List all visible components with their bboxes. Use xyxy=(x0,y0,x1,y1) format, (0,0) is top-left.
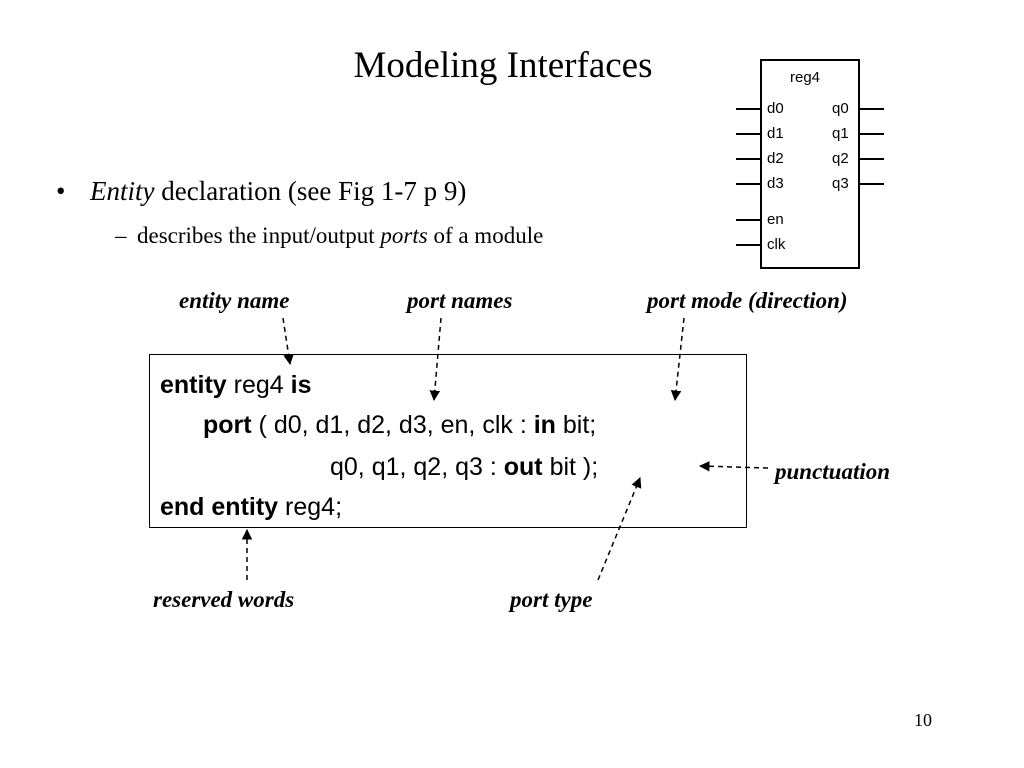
code-box xyxy=(149,354,747,528)
bullet-entity: • Entity declaration (see Fig 1-7 p 9) xyxy=(56,176,466,207)
input-port-d2: d2 xyxy=(767,150,784,167)
output-port-list: q0, q1, q2, q3 : xyxy=(330,453,504,481)
keyword-entity-end: entity xyxy=(211,493,279,521)
pin-line-q3 xyxy=(860,183,884,185)
pin-line-d0 xyxy=(736,108,760,110)
input-port-d3: d3 xyxy=(767,175,784,192)
annotation-port-mode: port mode (direction) xyxy=(647,288,848,313)
reg4-block xyxy=(760,59,860,269)
input-port-list: ( d0, d1, d2, d3, en, clk : xyxy=(251,411,534,439)
keyword-port: port xyxy=(203,411,252,439)
slide-title: Modeling Interfaces xyxy=(353,45,653,86)
pin-line-en xyxy=(736,219,760,221)
pin-line-d1 xyxy=(736,133,760,135)
input-port-d1: d1 xyxy=(767,125,784,142)
mode-in: in xyxy=(533,411,556,439)
pin-line-d3 xyxy=(736,183,760,185)
input-port-clk: clk xyxy=(767,236,786,253)
keyword-entity: entity xyxy=(160,371,227,399)
keyword-is: is xyxy=(290,371,312,399)
entity-name-reg4-end: reg4; xyxy=(278,493,343,521)
annotation-entity-name: entity name xyxy=(179,288,290,313)
sub-bullet-ports: –describes the input/output ports of a m… xyxy=(115,223,543,249)
keyword-end: end xyxy=(160,493,205,521)
pin-line-clk xyxy=(736,244,760,246)
slide-number: 10 xyxy=(914,710,932,730)
input-port-en: en xyxy=(767,211,784,228)
sub-bullet-marker: – xyxy=(115,223,127,248)
arrow-punctuation xyxy=(698,461,769,472)
arrow-port-names xyxy=(429,317,442,402)
sub-bullet-term: ports xyxy=(380,223,428,248)
reg4-label: reg4 xyxy=(790,69,821,86)
mode-out: out xyxy=(503,453,543,481)
pin-line-q2 xyxy=(860,158,884,160)
code-line-1: entity reg4 is xyxy=(160,373,311,398)
annotation-reserved-words: reserved words xyxy=(153,587,295,612)
code-line-2: port ( d0, d1, d2, d3, en, clk : in bit; xyxy=(203,413,596,438)
output-port-q1: q1 xyxy=(832,125,849,142)
type-bit-input: bit; xyxy=(555,411,597,439)
pin-line-q1 xyxy=(860,133,884,135)
arrow-port-type xyxy=(597,477,642,581)
bullet-text: declaration (see Fig 1-7 p 9) xyxy=(154,176,467,206)
output-port-q3: q3 xyxy=(832,175,849,192)
pin-line-q0 xyxy=(860,108,884,110)
code-line-3: q0, q1, q2, q3 : out bit ); xyxy=(330,455,598,480)
annotation-port-type: port type xyxy=(510,587,593,612)
bullet-term: Entity xyxy=(90,176,155,206)
pin-line-d2 xyxy=(736,158,760,160)
type-bit-output: bit ); xyxy=(542,453,599,481)
arrow-port-mode xyxy=(670,317,685,402)
annotation-port-names: port names xyxy=(407,288,513,313)
annotation-punctuation: punctuation xyxy=(775,459,891,484)
sub-bullet-text-before: describes the input/output xyxy=(137,223,381,248)
input-port-d0: d0 xyxy=(767,100,784,117)
output-port-q0: q0 xyxy=(832,100,849,117)
sub-bullet-text-after: of a module xyxy=(427,223,544,248)
arrow-entity-name xyxy=(282,317,294,366)
code-line-4: end entity reg4; xyxy=(160,495,342,520)
bullet-marker: • xyxy=(56,176,66,206)
output-port-q2: q2 xyxy=(832,150,849,167)
entity-name-reg4: reg4 xyxy=(226,371,291,399)
